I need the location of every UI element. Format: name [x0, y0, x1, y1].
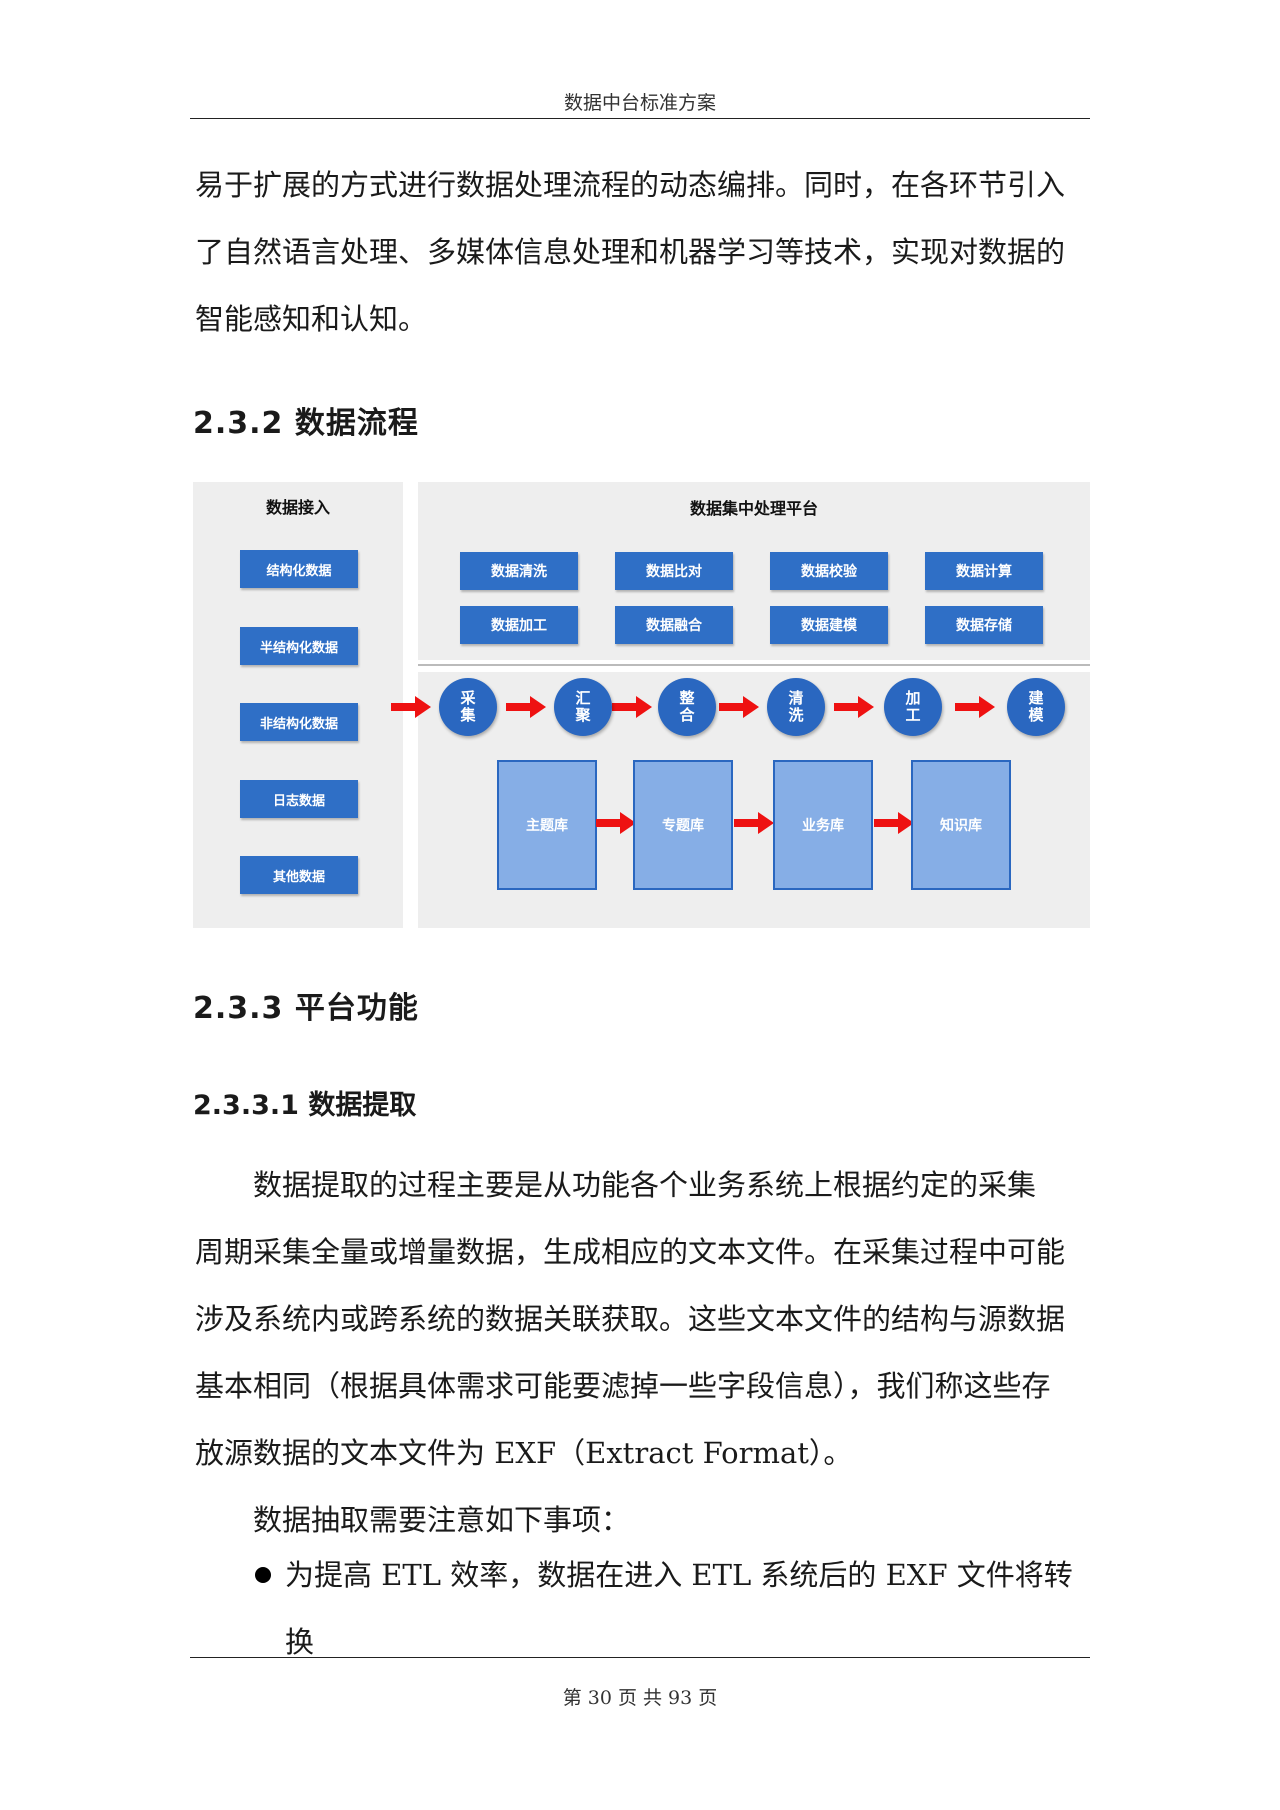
extract-line-2: 周期采集全量或增量数据，生成相应的文本文件。在采集过程中可能 [195, 1235, 1066, 1269]
flow-step-label: 加 工 [905, 689, 921, 724]
flow-arrow-icon [596, 812, 636, 834]
section-title-2-3-3: 2.3.3 平台功能 [193, 991, 419, 1026]
panel-divider [418, 664, 1090, 666]
process-box: 数据清洗 [460, 552, 578, 590]
page-footer: 第 30 页 共 93 页 [562, 1687, 718, 1709]
flow-arrow-icon [612, 696, 652, 718]
source-box: 日志数据 [240, 780, 358, 818]
header-rule [190, 118, 1090, 119]
extract-line-1: 数据提取的过程主要是从功能各个业务系统上根据约定的采集 [253, 1168, 1037, 1202]
process-box: 数据加工 [460, 606, 578, 644]
flow-arrow-icon [734, 812, 774, 834]
intro-line-1: 易于扩展的方式进行数据处理流程的动态编排。同时，在各环节引入 [195, 168, 1066, 202]
notes-intro: 数据抽取需要注意如下事项： [253, 1503, 631, 1537]
flow-step: 采 集 [439, 678, 497, 736]
extract-line-5: 放源数据的文本文件为 EXF（Extract Format）。 [195, 1436, 853, 1470]
process-box: 数据计算 [925, 552, 1043, 590]
store-box: 业务库 [773, 760, 873, 890]
bullet-item: 为提高 ETL 效率，数据在进入 ETL 系统后的 EXF 文件将转换 [285, 1542, 1085, 1676]
extract-line-3: 涉及系统内或跨系统的数据关联获取。这些文本文件的结构与源数据 [195, 1302, 1066, 1336]
flow-arrow-icon [874, 812, 914, 834]
data-access-title: 数据接入 [265, 498, 330, 517]
platform-title: 数据集中处理平台 [689, 499, 818, 518]
process-box: 数据建模 [770, 606, 888, 644]
flow-step-label: 清 洗 [788, 689, 804, 724]
flow-step: 建 模 [1007, 678, 1065, 736]
process-box: 数据存储 [925, 606, 1043, 644]
source-box: 结构化数据 [240, 550, 358, 588]
flow-step-label: 汇 聚 [575, 689, 591, 724]
extract-paragraph: 数据提取的过程主要是从功能各个业务系统上根据约定的采集 周期采集全量或增量数据，… [195, 1152, 1085, 1554]
intro-line-3: 智能感知和认知。 [195, 302, 428, 336]
store-box: 知识库 [911, 760, 1011, 890]
source-box: 其他数据 [240, 856, 358, 894]
section-title-2-3-2: 2.3.2 数据流程 [193, 406, 419, 441]
source-box: 非结构化数据 [240, 703, 358, 741]
data-flow-diagram: 数据接入 数据集中处理平台 结构化数据 半结构化数据 非结构化数据 日志数据 其… [193, 482, 1090, 928]
store-box: 专题库 [633, 760, 733, 890]
flow-arrow-icon [955, 696, 995, 718]
flow-step: 加 工 [884, 678, 942, 736]
flow-arrow-icon [506, 696, 546, 718]
bullet-text: 为提高 ETL 效率，数据在进入 ETL 系统后的 EXF 文件将转换 [285, 1558, 1073, 1659]
section-title-2-3-3-1: 2.3.3.1 数据提取 [193, 1090, 417, 1121]
process-box: 数据融合 [615, 606, 733, 644]
flow-step-label: 建 模 [1028, 689, 1044, 724]
flow-arrow-icon [834, 696, 874, 718]
flow-step-label: 采 集 [460, 689, 476, 724]
flow-arrow-icon [391, 696, 431, 718]
process-box: 数据比对 [615, 552, 733, 590]
extract-line-4: 基本相同（根据具体需求可能要滤掉一些字段信息），我们称这些存 [195, 1369, 1051, 1403]
flow-step: 清 洗 [767, 678, 825, 736]
flow-arrow-icon [719, 696, 759, 718]
footer-rule [190, 1657, 1090, 1658]
process-box: 数据校验 [770, 552, 888, 590]
flow-step: 汇 聚 [554, 678, 612, 736]
flow-step: 整 合 [658, 678, 716, 736]
page-header: 数据中台标准方案 [563, 92, 716, 114]
store-box: 主题库 [497, 760, 597, 890]
bullet-dot-icon [255, 1567, 271, 1583]
intro-paragraph: 易于扩展的方式进行数据处理流程的动态编排。同时，在各环节引入 了自然语言处理、多… [195, 152, 1085, 353]
flow-step-label: 整 合 [679, 689, 695, 724]
source-box: 半结构化数据 [240, 627, 358, 665]
intro-line-2: 了自然语言处理、多媒体信息处理和机器学习等技术，实现对数据的 [195, 235, 1066, 269]
